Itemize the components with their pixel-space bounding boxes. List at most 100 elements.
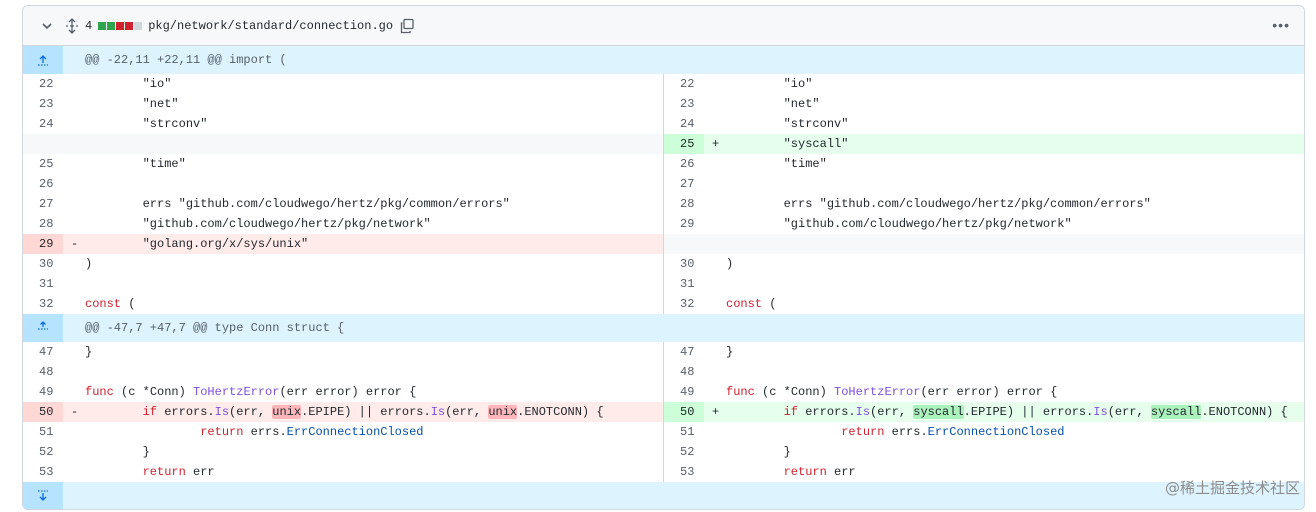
diff-row: 48 48 [23, 362, 1304, 382]
line-number[interactable]: 25 [39, 157, 54, 171]
line-number[interactable]: 24 [680, 117, 695, 131]
line-number[interactable]: 48 [680, 365, 695, 379]
code-line: const ( [726, 297, 777, 311]
line-number[interactable]: 29 [23, 234, 63, 254]
diff-row: 32 const ( 32 const ( [23, 294, 1304, 314]
code-line: "golang.org/x/sys/unix" [85, 237, 309, 251]
diff-sign: + [712, 137, 720, 151]
expand-footer [23, 482, 1304, 509]
line-number[interactable]: 51 [680, 425, 695, 439]
line-number[interactable]: 22 [39, 77, 54, 91]
file-header: 4 pkg/network/standard/connection.go ••• [23, 6, 1304, 46]
line-number[interactable]: 48 [39, 365, 54, 379]
diffstat-block [116, 21, 125, 30]
diff-row: 50- if errors.Is(err, unix.EPIPE) || err… [23, 402, 1304, 422]
hunk-header: @@ -22,11 +22,11 @@ import ( [23, 46, 1304, 74]
deleted-line: 50- if errors.Is(err, unix.EPIPE) || err… [23, 402, 663, 422]
code-line: "strconv" [85, 117, 208, 131]
line-number[interactable]: 52 [680, 445, 695, 459]
line-number[interactable]: 30 [39, 257, 54, 271]
diff-row: 49 func (c *Conn) ToHertzError(err error)… [23, 382, 1304, 402]
diff-row: 23 "net"23 "net" [23, 94, 1304, 114]
expand-down-icon[interactable] [23, 482, 63, 509]
file-path-link[interactable]: pkg/network/standard/connection.go [148, 18, 394, 33]
line-number[interactable]: 32 [680, 297, 695, 311]
line-number[interactable]: 31 [39, 277, 54, 291]
line-number[interactable]: 23 [39, 97, 54, 111]
kebab-menu-icon[interactable]: ••• [1272, 17, 1290, 33]
line-number[interactable]: 53 [39, 465, 54, 479]
code-line: "github.com/cloudwego/hertz/pkg/network" [85, 217, 431, 231]
hunk-header-text: @@ -22,11 +22,11 @@ import ( [85, 53, 287, 67]
line-number[interactable]: 31 [680, 277, 695, 291]
diff-row: 29- "golang.org/x/sys/unix" [23, 234, 1304, 254]
line-number[interactable]: 47 [680, 345, 695, 359]
diffstat-block [134, 21, 143, 30]
code-line: return err [783, 465, 856, 479]
changes-count: 4 [85, 18, 93, 33]
code-line: "github.com/cloudwego/hertz/pkg/network" [726, 217, 1072, 231]
line-number[interactable]: 47 [39, 345, 54, 359]
diff-row: 25 "time"26 "time" [23, 154, 1304, 174]
line-number[interactable]: 25 [664, 134, 704, 154]
diffstat-block [125, 21, 134, 30]
line-number[interactable]: 24 [39, 117, 54, 131]
code-line [85, 174, 663, 194]
diff-row: 28 "github.com/cloudwego/hertz/pkg/netwo… [23, 214, 1304, 234]
code-line: "net" [85, 97, 179, 111]
diff-sign: - [71, 237, 79, 251]
code-line [726, 362, 1304, 382]
watermark: @稀土掘金技术社区 [1164, 479, 1300, 497]
code-line [726, 234, 1304, 254]
code-line: const ( [85, 297, 136, 311]
hunk-rows: 22 "io"22 "io"23 "net"23 "net"24 "strcon… [23, 74, 1304, 314]
expand-up-icon[interactable] [23, 46, 63, 74]
code-line: errs "github.com/cloudwego/hertz/pkg/com… [85, 197, 510, 211]
expand-all-icon[interactable] [65, 17, 79, 34]
code-line: } [142, 445, 150, 459]
diff-row: 31 31 [23, 274, 1304, 294]
diffstat-block [107, 21, 116, 30]
line-number[interactable]: 26 [680, 157, 695, 171]
line-number[interactable]: 32 [39, 297, 54, 311]
hunk-header: @@ -47,7 +47,7 @@ type Conn struct { [23, 314, 1304, 342]
expand-both-icon[interactable] [23, 314, 63, 342]
added-line: 50+ if errors.Is(err, syscall.EPIPE) || … [663, 402, 1304, 422]
code-line: return err [142, 465, 215, 479]
copy-icon[interactable] [399, 18, 415, 34]
diffstat [98, 21, 143, 30]
line-number[interactable]: 29 [680, 217, 695, 231]
code-line: "strconv" [726, 117, 849, 131]
line-number[interactable]: 51 [39, 425, 54, 439]
line-number[interactable]: 50 [23, 402, 63, 422]
code-line: return errs.ErrConnectionClosed [841, 425, 1065, 439]
line-number[interactable]: 26 [39, 177, 54, 191]
line-number[interactable]: 30 [680, 257, 695, 271]
code-line: "syscall" [726, 137, 849, 151]
code-line: } [783, 445, 791, 459]
line-number[interactable]: 49 [39, 385, 54, 399]
line-number[interactable]: 49 [680, 385, 695, 399]
code-line: "time" [85, 157, 186, 171]
code-line: "io" [85, 77, 172, 91]
line-number [664, 234, 704, 254]
code-line [85, 362, 663, 382]
code-line: } [85, 345, 93, 359]
code-line: func (c *Conn) ToHertzError(err error) e… [726, 385, 1058, 399]
diffstat-block [98, 21, 107, 30]
chevron-down-icon[interactable] [41, 20, 53, 32]
diff-row: 51 return errs.ErrConnectionClosed 51 re… [23, 422, 1304, 442]
line-number[interactable]: 23 [680, 97, 695, 111]
diff-row: 26 27 [23, 174, 1304, 194]
line-number[interactable]: 53 [680, 465, 695, 479]
line-number[interactable]: 28 [39, 217, 54, 231]
line-number[interactable]: 28 [680, 197, 695, 211]
diff-row: 27 errs "github.com/cloudwego/hertz/pkg/… [23, 194, 1304, 214]
diff-sign: - [71, 405, 79, 419]
line-number[interactable]: 22 [680, 77, 695, 91]
line-number[interactable]: 52 [39, 445, 54, 459]
line-number[interactable]: 27 [680, 177, 695, 191]
line-number[interactable]: 50 [664, 402, 704, 422]
code-line: if errors.Is(err, unix.EPIPE) || errors.… [142, 405, 604, 419]
line-number[interactable]: 27 [39, 197, 54, 211]
